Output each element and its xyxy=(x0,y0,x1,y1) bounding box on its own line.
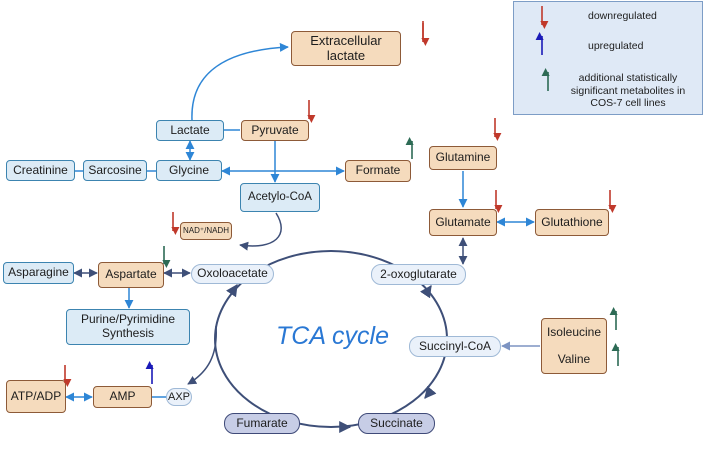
node-creatinine: Creatinine xyxy=(6,160,75,181)
lactate-label: Lactate xyxy=(170,122,210,137)
node-oxoloacetate: Oxoloacetate xyxy=(191,264,274,284)
isoleucine-label: Isoleucine xyxy=(546,324,602,339)
node-sarcosine: Sarcosine xyxy=(83,160,147,181)
node-fumarate: Fumarate xyxy=(224,413,300,434)
node-glycine: Glycine xyxy=(156,160,222,181)
legend-down-label: downregulated xyxy=(588,10,657,22)
glycine-label: Glycine xyxy=(168,162,209,177)
glutathione-label: Glutathione xyxy=(541,214,603,229)
link-lactate-extracellular xyxy=(191,42,289,121)
cycle-arrow-2 xyxy=(424,385,437,399)
node-extracellular-lactate: Extracellular lactate xyxy=(291,31,401,66)
node-asparagine: Asparagine xyxy=(3,262,74,284)
purine-label: Purine/Pyrimidine Synthesis xyxy=(80,312,176,340)
node-atp-adp: ATP/ADP xyxy=(6,380,66,413)
oxoloacetate-label: Oxoloacetate xyxy=(197,266,268,281)
aspartate-label: Aspartate xyxy=(105,267,157,282)
node-2-oxoglutarate: 2-oxoglutarate xyxy=(371,264,466,285)
extracellular-lactate-label: Extracellular lactate xyxy=(310,32,382,63)
acetyl-coa-label: Acetylo-CoA xyxy=(248,190,312,203)
atp-adp-label: ATP/ADP xyxy=(10,388,62,403)
sarcosine-label: Sarcosine xyxy=(88,162,142,177)
fumarate-label: Fumarate xyxy=(236,415,288,430)
glutamine-label: Glutamine xyxy=(435,150,491,165)
asparagine-label: Asparagine xyxy=(8,265,69,280)
cycle-arrow-1 xyxy=(420,285,432,299)
tca-cycle-title: TCA cycle xyxy=(276,322,389,350)
formate-label: Formate xyxy=(355,163,401,178)
legend-extra-label: additional statistically significant met… xyxy=(570,72,686,110)
node-lactate: Lactate xyxy=(156,120,224,141)
node-nad: NAD⁺/NADH xyxy=(180,222,232,240)
oxoglutarate-label: 2-oxoglutarate xyxy=(380,266,457,281)
node-glutathione: Glutathione xyxy=(535,209,609,236)
legend-up-label: upregulated xyxy=(588,40,644,52)
node-pyruvate: Pyruvate xyxy=(241,120,309,141)
nad-label: NAD⁺/NADH xyxy=(182,226,229,236)
creatinine-label: Creatinine xyxy=(13,162,68,177)
link-acetyl-cycle xyxy=(239,212,282,251)
node-glutamate: Glutamate xyxy=(429,209,497,236)
node-purine-pyrimidine: Purine/Pyrimidine Synthesis xyxy=(66,309,190,345)
node-succinate: Succinate xyxy=(358,413,435,434)
pyruvate-label: Pyruvate xyxy=(251,122,299,137)
glutamate-label: Glutamate xyxy=(435,214,491,229)
succinyl-coa-label: Succinyl-CoA xyxy=(418,338,492,353)
succinate-label: Succinate xyxy=(370,415,423,430)
node-amp: AMP xyxy=(93,386,152,408)
node-glutamine: Glutamine xyxy=(429,146,497,170)
node-aspartate: Aspartate xyxy=(98,262,164,288)
node-isoleucine-valine: Isoleucine Valine xyxy=(541,318,607,374)
link-cycle-axp xyxy=(187,325,217,385)
node-acetyl-coa: Acetylo-CoA xyxy=(240,183,320,212)
valine-label: Valine xyxy=(557,351,591,366)
cycle-arrow-3 xyxy=(226,284,238,298)
node-formate: Formate xyxy=(345,160,411,182)
axp-label: AXP xyxy=(167,390,190,403)
node-succinyl-coa: Succinyl-CoA xyxy=(409,336,501,357)
amp-label: AMP xyxy=(109,389,136,404)
node-axp: AXP xyxy=(166,388,192,406)
